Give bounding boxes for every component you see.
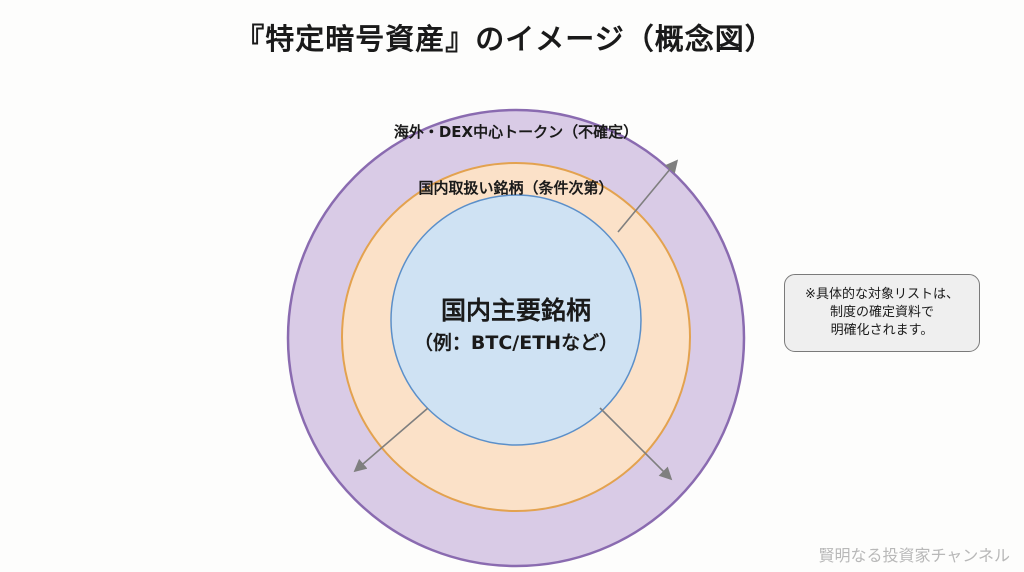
note-line: 明確化されます。	[830, 323, 934, 338]
inner-circle-label: 国内主要銘柄	[440, 296, 591, 325]
diagram-title: 『特定暗号資産』のイメージ（概念図）	[235, 22, 775, 56]
outer-circle-label: 海外・DEX中心トークン（不確定）	[393, 123, 639, 141]
note-line: ※具体的な対象リストは、	[805, 287, 959, 302]
channel-watermark: 賢明なる投資家チャンネル	[818, 546, 1010, 565]
inner-circle-sublabel: （例：BTC/ETHなど）	[413, 332, 619, 354]
note-box: ※具体的な対象リストは、 制度の確定資料で 明確化されます。	[784, 274, 980, 352]
middle-circle-label: 国内取扱い銘柄（条件次第）	[418, 179, 614, 197]
expansion-arrow-upper-right	[617, 159, 679, 233]
note-line: 制度の確定資料で	[829, 305, 934, 320]
expansion-arrow-lower-left	[353, 407, 429, 473]
inner-circle	[390, 194, 642, 446]
expansion-arrow-lower-right	[599, 407, 673, 481]
